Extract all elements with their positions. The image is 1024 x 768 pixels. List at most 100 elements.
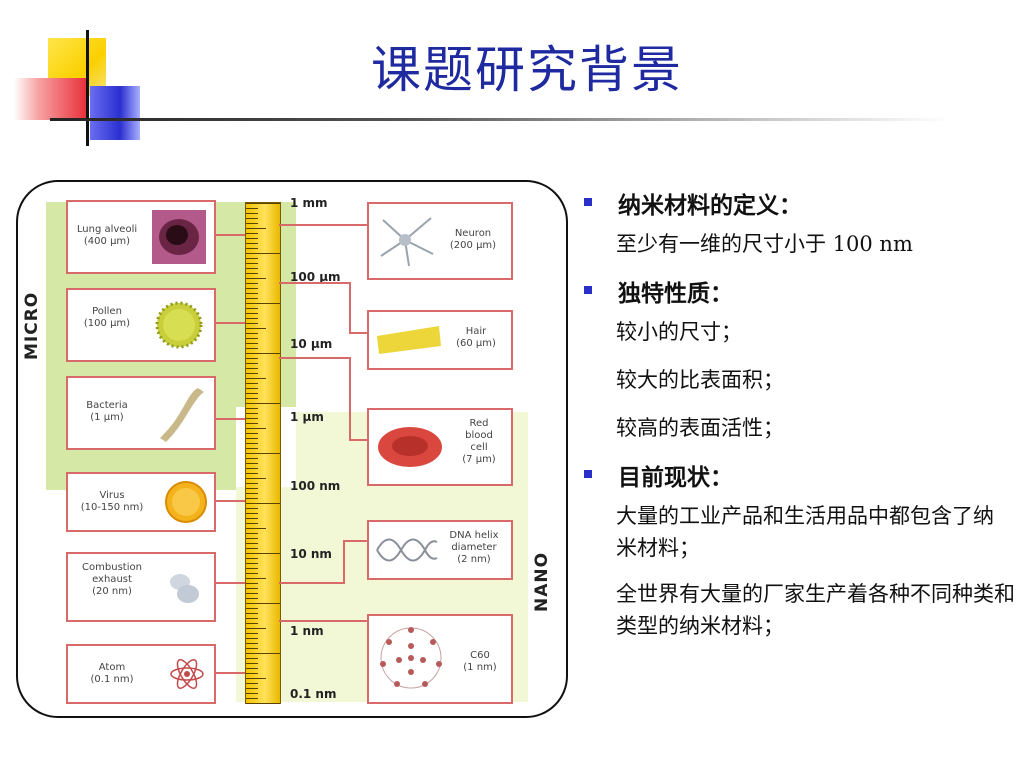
ruler-tick <box>246 523 258 524</box>
heading-text: 目前现状： <box>618 464 733 491</box>
ruler-tick <box>246 288 258 289</box>
item-box-pollen: Pollen (100 μm) <box>66 288 216 362</box>
lung-alveoli-image <box>152 210 206 264</box>
ruler-tick <box>246 408 258 409</box>
ruler-tick <box>246 338 258 339</box>
section-heading-status: 目前现状： <box>580 458 1020 492</box>
ruler-tick <box>246 243 258 244</box>
combustion-exhaust-image <box>170 574 199 603</box>
ruler-tick <box>246 273 258 274</box>
ruler-tick <box>246 258 258 259</box>
ruler-tick <box>246 498 258 499</box>
ruler-tick <box>246 568 258 569</box>
ruler-tick <box>246 608 258 609</box>
content-column: 纳米材料的定义： 至少有一维的尺寸小于 100 nm 独特性质： 较小的尺寸； … <box>580 186 1020 656</box>
ruler-tick <box>246 633 258 634</box>
connector-line <box>213 322 245 324</box>
virus-image <box>165 481 207 523</box>
ruler-tick <box>246 618 258 619</box>
ruler-tick <box>246 623 258 624</box>
ruler-tick <box>246 428 266 429</box>
connector-line <box>213 418 245 420</box>
item-box-lung-alveoli: Lung alveoli (400 μm) <box>66 200 216 274</box>
connector-line <box>213 672 245 674</box>
ruler-tick <box>246 578 266 579</box>
ruler-tick <box>246 308 258 309</box>
item-label: Virus (10-150 nm) <box>80 490 144 513</box>
section-heading-properties: 独特性质： <box>580 274 1020 308</box>
ruler-tick <box>246 693 258 694</box>
scale-label-100nm: 100 nm <box>290 479 341 493</box>
ruler-tick <box>246 333 258 334</box>
ruler-tick <box>246 208 258 209</box>
connector-line <box>343 540 367 542</box>
ruler-tick <box>246 603 280 604</box>
item-label: Atom (0.1 nm) <box>90 662 134 685</box>
item-box-virus: Virus (10-150 nm) <box>66 472 216 532</box>
ruler-tick <box>246 673 258 674</box>
ruler-tick <box>246 513 258 514</box>
heading-text: 纳米材料的定义： <box>618 192 802 219</box>
ruler-tick <box>246 318 258 319</box>
item-box-hair: Hair (60 μm) <box>367 310 513 370</box>
header-decoration-red <box>14 78 86 120</box>
scale-label-0-1nm: 0.1 nm <box>290 687 337 701</box>
item-label: Red blood cell (7 μm) <box>462 418 496 465</box>
ruler-tick <box>246 343 258 344</box>
ruler-tick <box>246 423 258 424</box>
header-decoration-blue <box>90 86 140 140</box>
ruler-tick <box>246 248 258 249</box>
scale-ruler <box>245 202 281 704</box>
ruler-tick <box>246 463 258 464</box>
ruler-tick <box>246 348 258 349</box>
atom-icon <box>170 659 204 689</box>
item-box-red-blood-cell: Red blood cell (7 μm) <box>367 408 513 486</box>
ruler-tick <box>246 328 266 329</box>
ruler-tick <box>246 368 258 369</box>
ruler-tick <box>246 628 266 629</box>
ruler-tick <box>246 678 266 679</box>
dna-helix-image <box>376 538 438 562</box>
hair-image <box>377 326 441 354</box>
ruler-tick <box>246 403 280 404</box>
ruler-tick <box>246 653 280 654</box>
item-label: Combustion exhaust (20 nm) <box>82 562 142 597</box>
square-bullet-icon <box>584 286 592 294</box>
ruler-tick <box>246 448 258 449</box>
ruler-tick <box>246 668 258 669</box>
ruler-tick <box>246 548 258 549</box>
ruler-tick <box>246 363 258 364</box>
ruler-tick <box>246 468 258 469</box>
ruler-tick <box>246 418 258 419</box>
item-box-atom: Atom (0.1 nm) <box>66 644 216 704</box>
scale-label-1mm: 1 mm <box>290 196 328 210</box>
ruler-tick <box>246 213 258 214</box>
ruler-tick <box>246 388 258 389</box>
header-divider-line <box>50 118 950 121</box>
ruler-tick <box>246 453 280 454</box>
ruler-tick <box>246 228 266 229</box>
ruler-tick <box>246 478 266 479</box>
ruler-tick <box>246 253 280 254</box>
ruler-tick <box>246 378 266 379</box>
ruler-tick <box>246 533 258 534</box>
ruler-tick <box>246 643 258 644</box>
item-box-c60: C60 (1 nm) <box>367 614 513 704</box>
connector-line <box>343 540 345 584</box>
ruler-tick <box>246 508 258 509</box>
item-label: Neuron (200 μm) <box>449 228 497 251</box>
ruler-tick <box>246 703 280 704</box>
ruler-tick <box>246 583 258 584</box>
ruler-tick <box>246 558 258 559</box>
item-label: Hair (60 μm) <box>456 326 496 349</box>
connector-line <box>349 282 351 332</box>
ruler-tick <box>246 488 258 489</box>
connector-line <box>279 620 367 622</box>
ruler-tick <box>246 373 258 374</box>
ruler-tick <box>246 353 280 354</box>
ruler-tick <box>246 573 258 574</box>
ruler-tick <box>246 223 258 224</box>
ruler-tick <box>246 458 258 459</box>
ruler-tick <box>246 683 258 684</box>
connector-line <box>279 282 351 284</box>
